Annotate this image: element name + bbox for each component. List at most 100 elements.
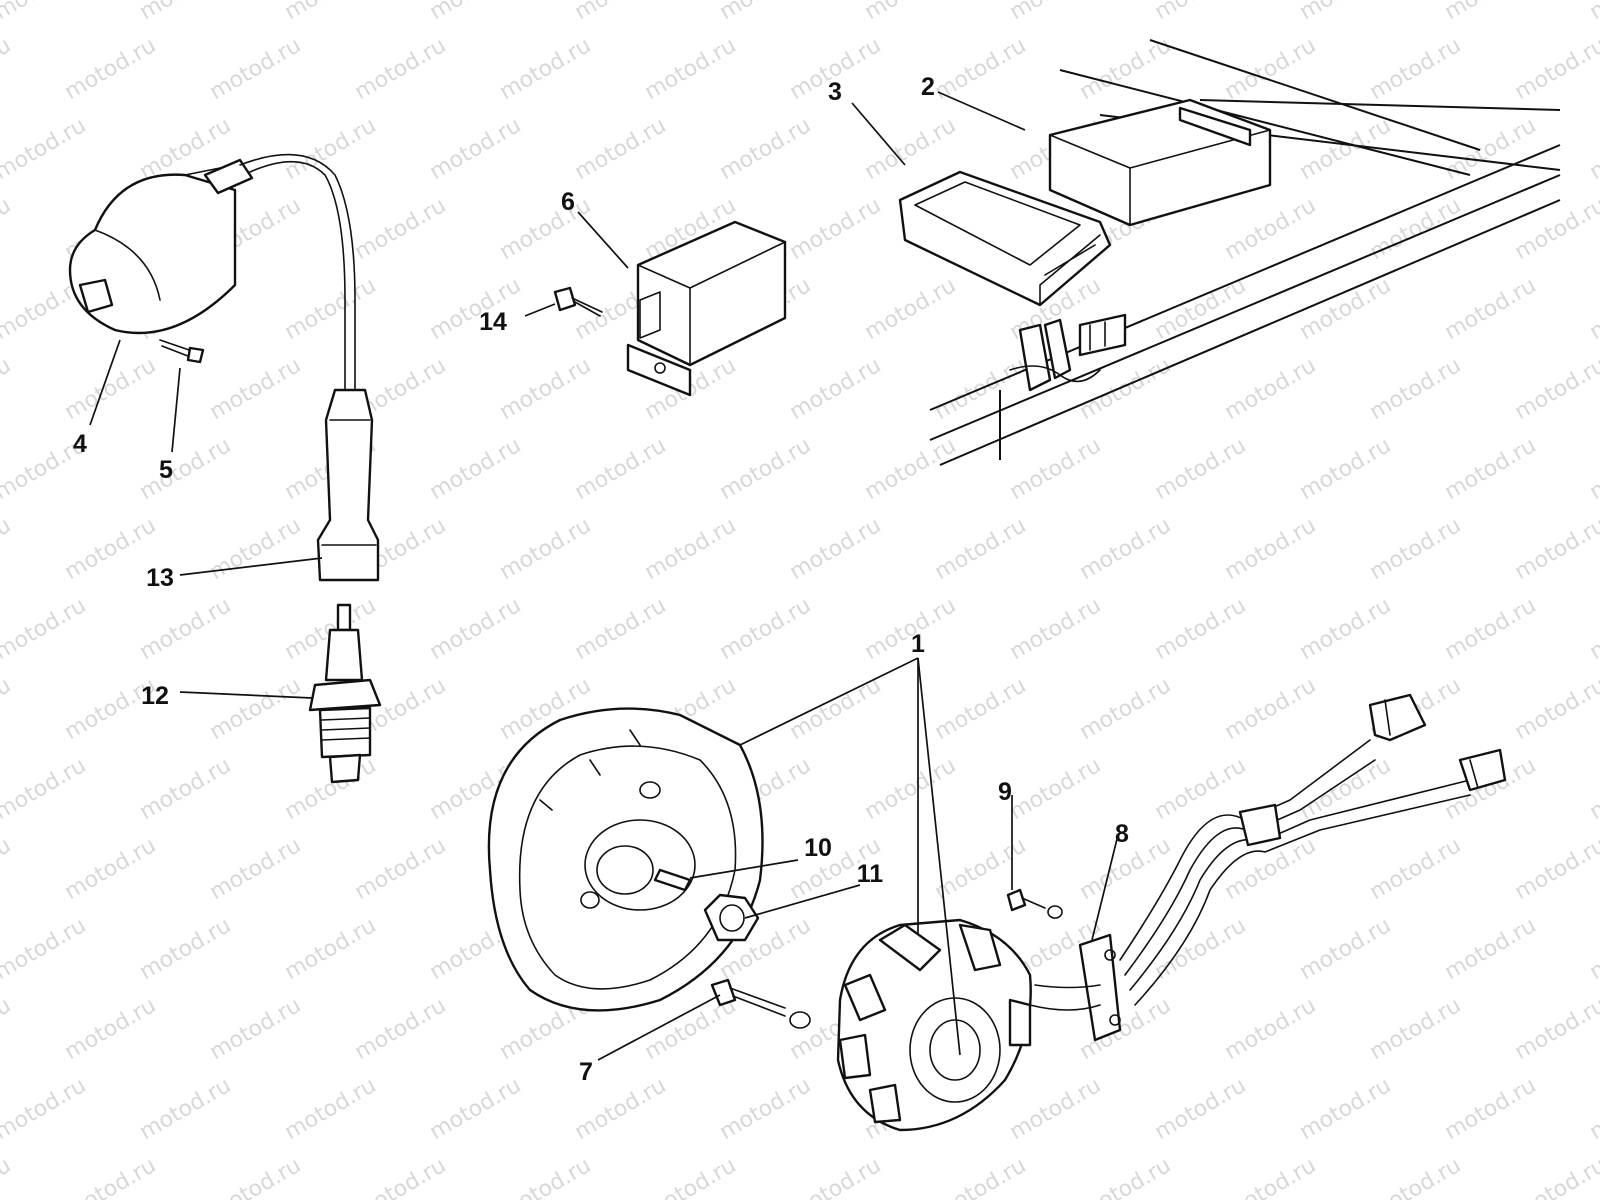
callout-1: 1 [911,630,925,658]
watermark-text: motod.ru [1221,353,1321,425]
watermark-text: motod.ru [1006,753,1106,825]
watermark-text: motod.ru [1151,433,1251,505]
nut-11 [703,893,760,942]
watermark-text: motod.ru [641,513,741,585]
watermark-text: motod.ru [136,0,236,25]
callout-10: 10 [804,834,832,862]
watermark-text: motod.ru [0,993,15,1065]
watermark-text: motod.ru [281,1073,381,1145]
watermark-text: motod.ru [716,1073,816,1145]
watermark-text: motod.ru [641,33,741,105]
callout-9: 9 [998,778,1012,806]
watermark-text: motod.ru [1511,1153,1600,1200]
watermark-text: motod.ru [1221,673,1321,745]
watermark-text: motod.ru [931,1153,1031,1200]
ignition-coil [68,153,356,391]
watermark-text: motod.ru [351,833,451,905]
cdi-rubber-holder [898,170,1112,307]
watermark-text: motod.ru [496,193,596,265]
watermark-text: motod.ru [1441,433,1541,505]
watermark-text: motod.ru [1151,1073,1251,1145]
stator-bolt-7 [710,978,811,1029]
watermark-text: motod.ru [351,33,451,105]
stator [836,918,1032,1132]
leader-lines [89,91,1119,1061]
watermark-text: motod.ru [1586,433,1600,505]
watermark-text: motod.ru [281,913,381,985]
callout-2: 2 [921,73,935,101]
watermark-text: motod.ru [786,1153,886,1200]
watermark-text: motod.ru [426,273,526,345]
watermark-text: motod.ru [1511,833,1600,905]
watermark-text: motod.ru [0,913,90,985]
watermark-text: motod.ru [0,1073,90,1145]
watermark-text: motod.ru [1441,593,1541,665]
callout-6: 6 [561,188,575,216]
watermark-text: motod.ru [136,433,236,505]
watermark-text: motod.ru [1586,273,1600,345]
watermark-text: motod.ru [1441,1073,1541,1145]
watermark-text: motod.ru [281,273,381,345]
watermark-text: motod.ru [861,0,961,25]
watermark-text: motod.ru [1221,833,1321,905]
watermark-text: motod.ru [0,0,90,25]
watermark-text: motod.ru [786,673,886,745]
watermark-text: motod.ru [861,753,961,825]
watermark-text: motod.ru [716,113,816,185]
watermark-text: motod.ru [1151,273,1251,345]
watermark-text: motod.ru [206,993,306,1065]
watermark-text: motod.ru [1076,513,1176,585]
watermark-text: motod.ru [1586,1073,1600,1145]
watermark-text: motod.ru [716,433,816,505]
watermark-text: motod.ru [1151,913,1251,985]
watermark-text: motod.ru [1221,513,1321,585]
watermark-text: motod.ru [351,193,451,265]
watermark-text: motod.ru [931,673,1031,745]
callout-labels: 1 2 3 4 5 6 7 8 9 10 11 12 13 14 [73,73,1129,1086]
callout-12: 12 [141,682,169,710]
watermark-text: motod.ru [1006,593,1106,665]
watermark-text: motod.ru [1511,513,1600,585]
watermark-text: motod.ru [1221,1153,1321,1200]
watermark-text: motod.ru [61,353,161,425]
flywheel-rotor [487,707,764,1012]
watermark-text: motod.ru [0,33,15,105]
watermark-text: motod.ru [0,193,15,265]
watermark-text: motod.ru [861,273,961,345]
screw-9 [1006,888,1063,919]
watermark-text: motod.ru [0,593,90,665]
watermark-text: motod.ru [206,1153,306,1200]
watermark-text: motod.ru [206,673,306,745]
watermark-text: motod.ru [206,353,306,425]
watermark-text: motod.ru [861,113,961,185]
callout-14: 14 [479,308,507,336]
watermark-text: motod.ru [1296,0,1396,25]
watermark-text: motod.ru [786,513,886,585]
cdi-unit [1048,98,1272,227]
watermark-text: motod.ru [206,513,306,585]
watermark-text: motod.ru [571,433,671,505]
watermark-text: motod.ru [641,1153,741,1200]
screw-14 [553,286,603,317]
watermark-text: motod.ru [0,753,90,825]
watermark-text: motod.ru [1586,913,1600,985]
watermark-text: motod.ru [61,33,161,105]
watermark-text: motod.ru [571,113,671,185]
watermark-text: motod.ru [1296,273,1396,345]
watermark-text: motod.ru [426,593,526,665]
callout-5: 5 [159,456,173,484]
watermark-text: motod.ru [1366,353,1466,425]
watermark-text: motod.ru [136,753,236,825]
watermark-text: motod.ru [861,433,961,505]
watermark-text: motod.ru [426,1073,526,1145]
watermark-text: motod.ru [1006,0,1106,25]
pickup-and-harness [1029,693,1507,1042]
watermark-text: motod.ru [1586,0,1600,25]
bolt-5 [159,339,205,364]
watermark-text: motod.ru [1296,433,1396,505]
watermark-text: motod.ru [136,593,236,665]
watermark-text: motod.ru [136,1073,236,1145]
watermark-text: motod.ru [351,993,451,1065]
watermark-text: motod.ru [1586,753,1600,825]
spark-plug-cap [316,388,380,582]
